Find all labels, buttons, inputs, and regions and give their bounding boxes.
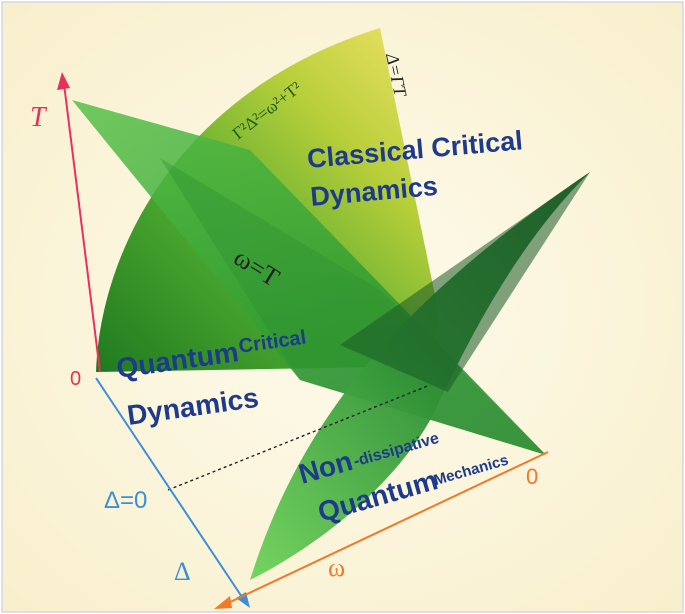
omega-axis-arrow xyxy=(214,596,232,609)
omega-axis xyxy=(225,451,549,605)
delta-zero-label: Δ=0 xyxy=(104,487,147,514)
sheet-shade xyxy=(340,172,590,392)
delta-axis-arrow xyxy=(236,592,250,608)
omega-axis-label: ω xyxy=(328,553,345,582)
t-axis-arrow xyxy=(57,72,70,90)
delta-axis-label: Δ xyxy=(174,557,191,586)
dashed-guide-line xyxy=(167,384,431,491)
delta-axis xyxy=(95,377,245,601)
omega-origin-label: 0 xyxy=(526,464,538,489)
t-axis-label: T xyxy=(30,102,48,133)
t-axis xyxy=(63,83,101,373)
t-origin-label: 0 xyxy=(70,368,81,390)
